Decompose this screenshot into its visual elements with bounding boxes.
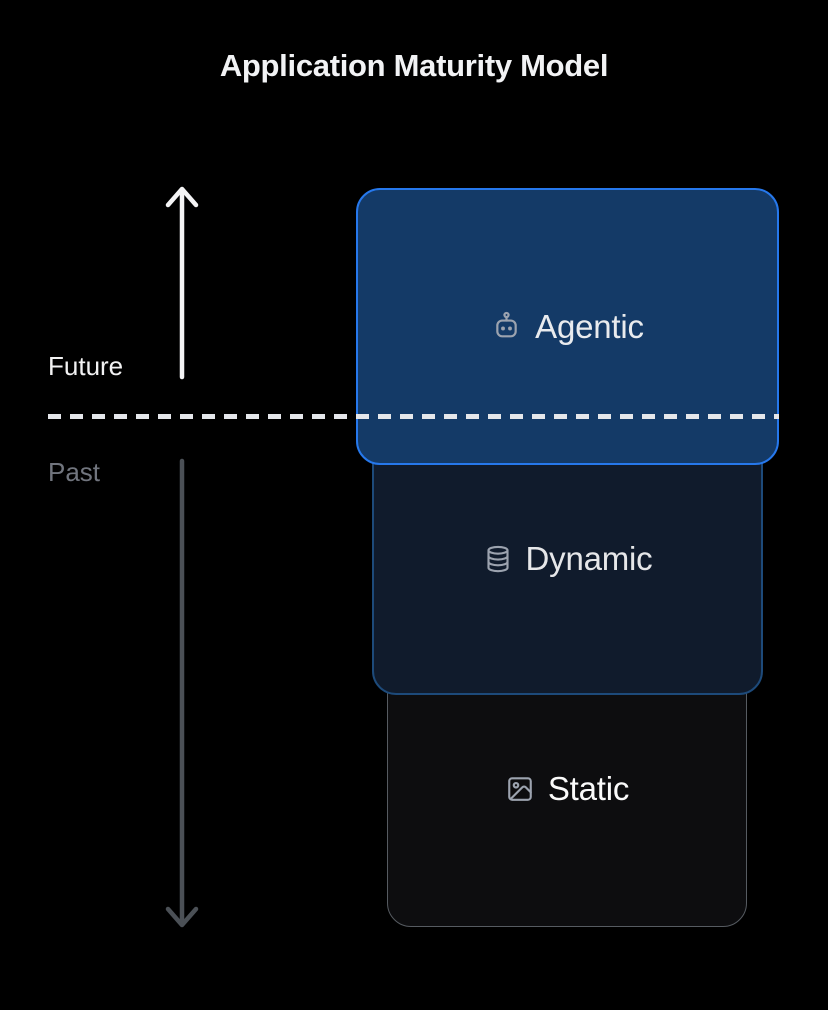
robot-icon <box>491 311 522 342</box>
level-label: Agentic <box>535 307 644 345</box>
level-card-static: Static <box>387 650 747 927</box>
level-content: Dynamic <box>483 540 653 578</box>
past-label: Past <box>48 457 101 487</box>
level-content: Agentic <box>491 308 644 346</box>
database-icon <box>483 544 513 574</box>
level-label: Dynamic <box>525 540 653 577</box>
past-arrow-icon <box>165 458 199 928</box>
level-card-dynamic: Dynamic <box>372 423 763 695</box>
level-content: Static <box>505 770 629 808</box>
future-arrow-icon <box>165 186 199 380</box>
timeline-divider <box>48 414 779 419</box>
level-label: Static <box>547 769 630 807</box>
level-card-agentic: Agentic <box>356 188 779 465</box>
image-icon <box>505 774 535 804</box>
page-title: Application Maturity Model <box>219 48 609 83</box>
future-label: Future <box>48 351 124 381</box>
